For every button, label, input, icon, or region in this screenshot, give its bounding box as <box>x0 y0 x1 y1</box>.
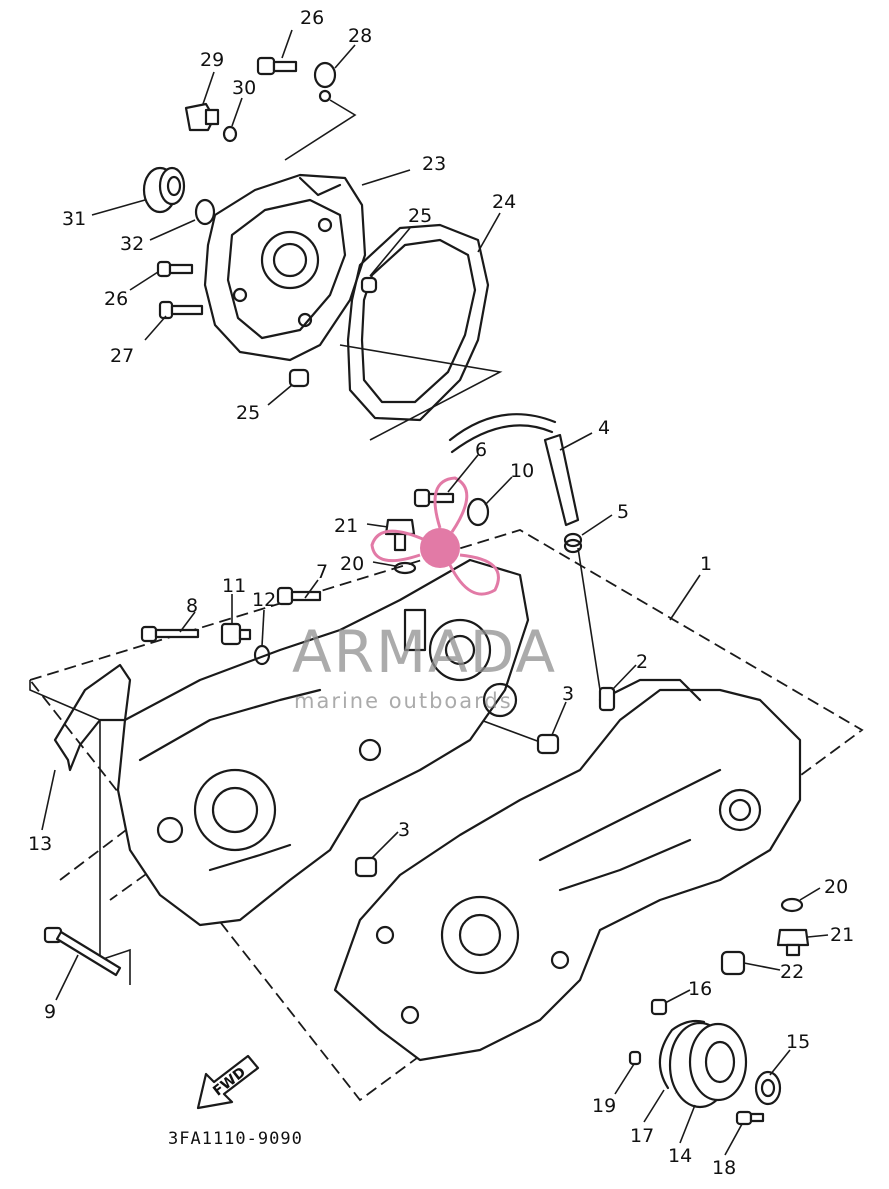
bolt-icon <box>140 625 200 643</box>
callout-3: 3 <box>398 819 410 841</box>
watermark-tagline: marine outboards <box>294 689 513 713</box>
bolt-icon <box>158 300 204 320</box>
callout-1: 1 <box>700 553 712 575</box>
pin-icon <box>628 1050 642 1066</box>
flower-logo-icon <box>370 476 500 596</box>
fitting-icon <box>598 686 616 712</box>
callout-32: 32 <box>120 233 144 255</box>
plug-icon <box>184 102 220 132</box>
crankcase-gasket-plate <box>53 663 132 772</box>
callout-12: 12 <box>252 589 276 611</box>
oil-seal-icon <box>754 1070 782 1106</box>
bearing-housing-icon <box>668 1021 748 1109</box>
top-small-parts <box>142 56 378 388</box>
cover-gasket <box>346 223 490 422</box>
callout-3: 3 <box>562 683 574 705</box>
bolt-icon <box>156 260 194 278</box>
clamp-icon <box>466 497 490 527</box>
dowel-pin-icon <box>360 276 378 294</box>
callout-21: 21 <box>334 515 358 537</box>
dowel-pin-icon <box>650 998 668 1016</box>
callout-23: 23 <box>422 153 446 175</box>
callout-16: 16 <box>688 978 712 1000</box>
callout-26: 26 <box>300 7 324 29</box>
callout-20: 20 <box>824 876 848 898</box>
callout-26: 26 <box>104 288 128 310</box>
crankcase-cover <box>203 173 367 362</box>
callout-6: 6 <box>475 439 487 461</box>
dowel-pin-icon <box>288 368 310 388</box>
callout-15: 15 <box>786 1031 810 1053</box>
dowel-pin-icon <box>536 733 560 755</box>
callout-22: 22 <box>780 961 804 983</box>
bolt-icon <box>413 488 455 508</box>
callout-14: 14 <box>668 1145 692 1167</box>
washer-icon <box>780 897 804 913</box>
callout-leaders <box>41 29 829 1156</box>
callout-11: 11 <box>222 575 246 597</box>
bolt-icon <box>220 622 252 646</box>
hose-clamp-icon <box>563 532 583 554</box>
callout-28: 28 <box>348 25 372 47</box>
callout-19: 19 <box>592 1095 616 1117</box>
watermark: ARMADA marine outboards <box>292 476 557 713</box>
callout-20: 20 <box>340 553 364 575</box>
callout-25: 25 <box>236 402 260 424</box>
callout-17: 17 <box>630 1125 654 1147</box>
callout-21: 21 <box>830 924 854 946</box>
callout-10: 10 <box>510 460 534 482</box>
callout-24: 24 <box>492 191 516 213</box>
callout-27: 27 <box>110 345 134 367</box>
callout-13: 13 <box>28 833 52 855</box>
clamp-icon <box>313 61 337 103</box>
watermark-brand: ARMADA <box>292 618 557 686</box>
dowel-pin-icon <box>354 856 378 878</box>
callout-5: 5 <box>617 501 629 523</box>
bolt-icon <box>43 926 122 977</box>
o-ring-icon <box>194 198 216 226</box>
oil-seal-icon <box>142 166 186 214</box>
right-crankcase <box>333 678 802 1062</box>
washer-icon <box>393 561 417 575</box>
callout-29: 29 <box>200 49 224 71</box>
bolt-icon <box>276 586 322 606</box>
callout-9: 9 <box>44 1001 56 1023</box>
screw-icon <box>735 1110 765 1126</box>
callout-30: 30 <box>232 77 256 99</box>
callout-4: 4 <box>598 417 610 439</box>
forward-direction-arrow: FWD <box>196 1054 260 1110</box>
bottom-right-parts <box>628 897 810 1126</box>
callout-labels: 1 2 3 3 4 5 6 7 8 9 10 11 12 13 14 15 16… <box>28 7 854 1179</box>
callout-7: 7 <box>316 561 328 583</box>
drain-plug-icon <box>776 928 810 957</box>
callout-2: 2 <box>636 651 648 673</box>
o-ring-icon <box>222 125 238 143</box>
callout-8: 8 <box>186 595 198 617</box>
callout-25: 25 <box>408 205 432 227</box>
bolt-icon <box>256 56 298 76</box>
circlip-icon <box>658 1019 706 1090</box>
left-crankcase <box>116 558 530 927</box>
part-code: 3FA1110-9090 <box>168 1129 303 1149</box>
breather-hose <box>448 413 583 554</box>
dowel-pin-icon <box>720 950 746 976</box>
callout-18: 18 <box>712 1157 736 1179</box>
callout-31: 31 <box>62 208 86 230</box>
